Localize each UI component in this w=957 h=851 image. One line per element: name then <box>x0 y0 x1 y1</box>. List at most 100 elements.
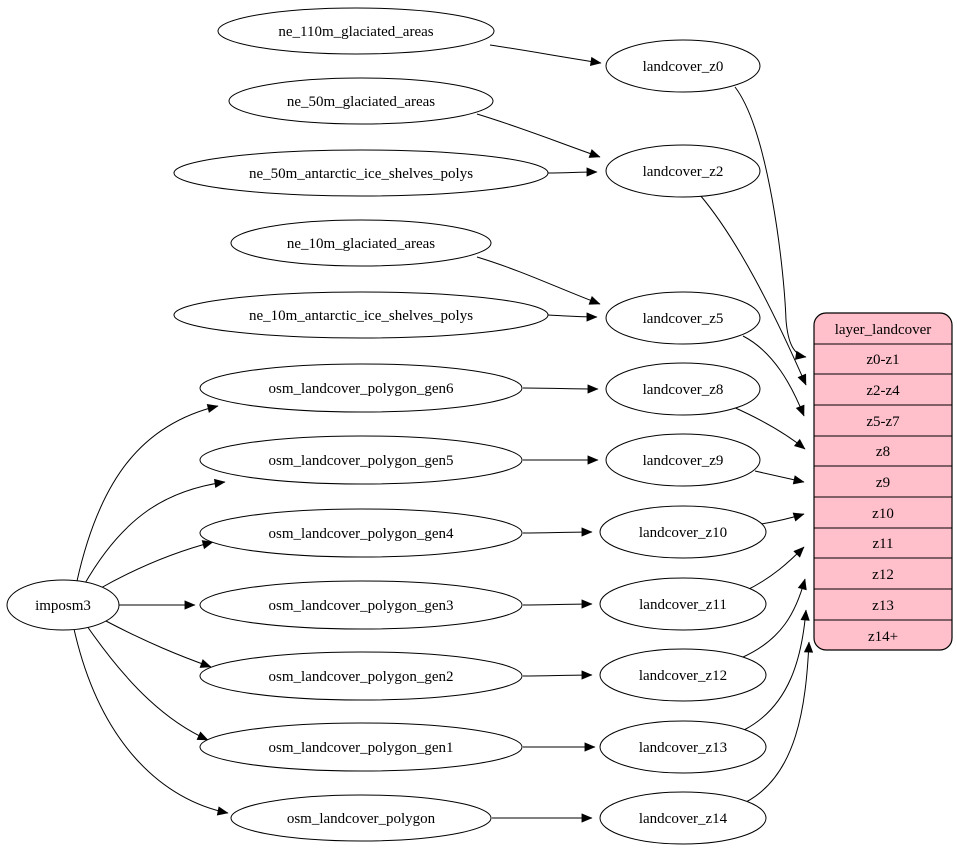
edge-landcover_z14-row-z14plus <box>745 641 814 803</box>
edge-landcover_z8-row-z8 <box>730 405 806 450</box>
node-landcover_z14-label: landcover_z14 <box>639 811 728 827</box>
node-landcover_z5: landcover_z5 <box>605 291 761 345</box>
node-landcover_z11-label: landcover_z11 <box>639 597 727 613</box>
node-osm_landcover_polygon_gen1-shape <box>199 722 523 772</box>
node-osm_landcover_polygon_gen3: osm_landcover_polygon_gen3 <box>199 580 523 630</box>
node-osm_landcover_polygon_gen5-shape <box>199 435 523 485</box>
edge-imposm3-osm_landcover_polygon_gen4 <box>98 540 214 590</box>
node-ne_10m_antarctic_ice_shelves_polys-label: ne_10m_antarctic_ice_shelves_polys <box>249 308 473 324</box>
node-ne_10m_glaciated_areas-label: ne_10m_glaciated_areas <box>287 236 435 252</box>
node-landcover_z8-label: landcover_z8 <box>643 382 724 398</box>
node-landcover_z0: landcover_z0 <box>605 39 761 93</box>
record-row-z12: z12 <box>872 567 894 583</box>
nodes: imposm3 ne_110m_glaciated_areas ne_50m_g… <box>6 7 767 845</box>
node-landcover_z12: landcover_z12 <box>599 648 767 702</box>
node-landcover_z0-label: landcover_z0 <box>643 59 724 75</box>
node-imposm3-label: imposm3 <box>35 598 91 614</box>
node-osm_landcover_polygon-shape <box>230 794 492 842</box>
node-landcover_z8: landcover_z8 <box>605 362 761 416</box>
node-imposm3: imposm3 <box>6 579 120 631</box>
node-osm_landcover_polygon_gen6-shape <box>199 363 523 413</box>
node-ne_50m_antarctic_ice_shelves_polys-shape <box>173 149 549 197</box>
node-ne_110m_glaciated_areas: ne_110m_glaciated_areas <box>217 7 495 55</box>
record-layer_landcover-box <box>813 312 953 651</box>
edge-ne_10m_antarctic_ice_shelves_polys-landcover_z5 <box>547 312 598 322</box>
edge-ne_50m_antarctic_ice_shelves_polys-landcover_z2 <box>547 167 598 177</box>
node-osm_landcover_polygon_gen6-label: osm_landcover_polygon_gen6 <box>269 381 454 397</box>
edge-imposm3-osm_landcover_polygon_gen5 <box>83 478 226 586</box>
node-ne_10m_antarctic_ice_shelves_polys: ne_10m_antarctic_ice_shelves_polys <box>173 291 549 339</box>
record-row-z11: z11 <box>872 536 893 552</box>
node-landcover_z8-shape <box>605 362 761 416</box>
node-landcover_z5-shape <box>605 291 761 345</box>
node-osm_landcover_polygon_gen2-label: osm_landcover_polygon_gen2 <box>269 669 454 685</box>
node-ne_50m_antarctic_ice_shelves_polys: ne_50m_antarctic_ice_shelves_polys <box>173 149 549 197</box>
node-landcover_z0-shape <box>605 39 761 93</box>
edge-imposm3-osm_landcover_polygon <box>73 628 229 816</box>
node-osm_landcover_polygon-label: osm_landcover_polygon <box>287 811 436 827</box>
node-ne_50m_glaciated_areas-label: ne_50m_glaciated_areas <box>287 94 435 110</box>
edge-osm_landcover_polygon_gen6-landcover_z8 <box>522 384 599 394</box>
node-osm_landcover_polygon_gen5: osm_landcover_polygon_gen5 <box>199 435 523 485</box>
node-landcover_z10-shape <box>599 505 767 559</box>
node-landcover_z11: landcover_z11 <box>599 577 767 631</box>
node-osm_landcover_polygon_gen4-shape <box>199 508 523 558</box>
node-ne_50m_glaciated_areas-shape <box>228 77 494 125</box>
node-osm_landcover_polygon: osm_landcover_polygon <box>230 794 492 842</box>
edge-landcover_z0-row-z0-z1 <box>734 86 807 360</box>
node-osm_landcover_polygon_gen4: osm_landcover_polygon_gen4 <box>199 508 523 558</box>
node-osm_landcover_polygon_gen6: osm_landcover_polygon_gen6 <box>199 363 523 413</box>
node-ne_50m_glaciated_areas: ne_50m_glaciated_areas <box>228 77 494 125</box>
edge-imposm3-osm_landcover_polygon_gen2 <box>103 619 212 668</box>
record-layer_landcover: layer_landcover z0-z1 z2-z4 z5-z7 z8 z9 … <box>813 312 953 651</box>
record-row-z8: z8 <box>876 444 890 460</box>
node-osm_landcover_polygon_gen2-shape <box>199 651 523 701</box>
edge-ne_110m_glaciated_areas-landcover_z0 <box>489 44 602 66</box>
node-imposm3-shape <box>6 579 120 631</box>
record-row-z14plus: z14+ <box>868 629 898 645</box>
node-osm_landcover_polygon_gen1: osm_landcover_polygon_gen1 <box>199 722 523 772</box>
record-row-z10: z10 <box>872 506 894 522</box>
edge-imposm3-osm_landcover_polygon_gen6 <box>76 403 219 582</box>
node-landcover_z2-label: landcover_z2 <box>643 164 724 180</box>
node-ne_110m_glaciated_areas-shape <box>217 7 495 55</box>
record-row-z13: z13 <box>872 598 894 614</box>
node-osm_landcover_polygon_gen5-label: osm_landcover_polygon_gen5 <box>269 453 454 469</box>
edge-imposm3-osm_landcover_polygon_gen1 <box>86 625 209 741</box>
node-ne_10m_glaciated_areas-shape <box>230 219 492 267</box>
node-landcover_z2-shape <box>605 144 761 198</box>
edges <box>73 44 814 823</box>
node-landcover_z9-shape <box>605 433 761 487</box>
node-landcover_z9-label: landcover_z9 <box>643 453 724 469</box>
node-landcover_z5-label: landcover_z5 <box>643 311 724 327</box>
node-osm_landcover_polygon_gen3-shape <box>199 580 523 630</box>
edge-landcover_z11-row-z11 <box>744 546 805 592</box>
edge-landcover_z10-row-z10 <box>760 512 805 525</box>
edge-landcover_z12-row-z12 <box>740 578 807 659</box>
node-landcover_z2: landcover_z2 <box>605 144 761 198</box>
edge-osm_landcover_polygon_gen2-landcover_z12 <box>522 670 593 680</box>
node-osm_landcover_polygon_gen2: osm_landcover_polygon_gen2 <box>199 651 523 701</box>
edge-osm_landcover_polygon_gen4-landcover_z10 <box>522 527 593 537</box>
node-landcover_z13-label: landcover_z13 <box>639 740 727 756</box>
node-landcover_z13: landcover_z13 <box>599 720 767 774</box>
node-osm_landcover_polygon_gen4-label: osm_landcover_polygon_gen4 <box>269 526 454 542</box>
node-landcover_z13-shape <box>599 720 767 774</box>
edge-landcover_z9-row-z9 <box>754 470 805 485</box>
record-row-z9: z9 <box>876 475 890 491</box>
node-landcover_z12-label: landcover_z12 <box>639 668 727 684</box>
edge-ne_50m_glaciated_areas-landcover_z2 <box>476 113 601 158</box>
edge-landcover_z2-row-z2-z4 <box>699 194 807 386</box>
node-ne_50m_antarctic_ice_shelves_polys-label: ne_50m_antarctic_ice_shelves_polys <box>249 166 473 182</box>
edge-landcover_z13-row-z13 <box>743 609 810 731</box>
node-landcover_z10-label: landcover_z10 <box>639 525 727 541</box>
node-ne_10m_antarctic_ice_shelves_polys-shape <box>173 291 549 339</box>
node-osm_landcover_polygon_gen3-label: osm_landcover_polygon_gen3 <box>269 598 454 614</box>
record-row-z5-z7: z5-z7 <box>866 414 900 430</box>
record-title: layer_landcover <box>835 322 932 338</box>
node-ne_10m_glaciated_areas: ne_10m_glaciated_areas <box>230 219 492 267</box>
record-row-z0-z1: z0-z1 <box>866 352 899 368</box>
edge-osm_landcover_polygon_gen3-landcover_z11 <box>522 599 593 609</box>
edge-ne_10m_glaciated_areas-landcover_z5 <box>476 256 601 305</box>
node-landcover_z14-shape <box>599 791 767 845</box>
